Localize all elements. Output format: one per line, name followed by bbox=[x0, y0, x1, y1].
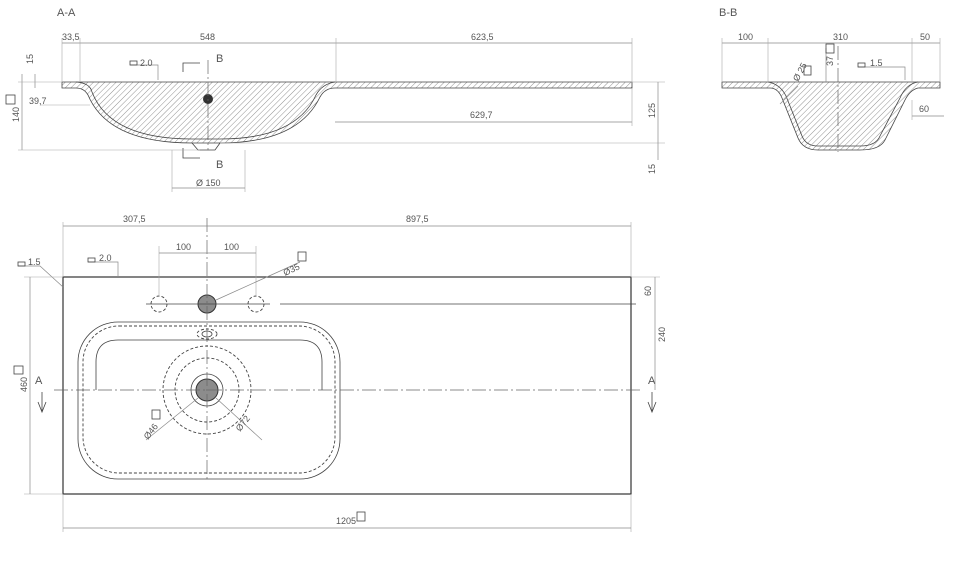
aa-dim-inner-right: 629,7 bbox=[470, 110, 493, 120]
aa-dim-bottom: 15 bbox=[647, 164, 657, 174]
bb-wall-thickness: 1.5 bbox=[870, 58, 883, 68]
aa-dim-bowl-depth: 125 bbox=[647, 103, 657, 118]
plan-basin-dashed bbox=[82, 325, 336, 474]
aa-dim-top-right: 623,5 bbox=[471, 32, 494, 42]
bb-dim-right: 50 bbox=[920, 32, 930, 42]
section-bb: B-B 100 310 50 Ø 25 37 1.5 60 bbox=[719, 7, 944, 152]
aa-dim-drain: Ø 150 bbox=[196, 178, 221, 188]
plan-view: 307,5 897,5 100 100 Ø35 1.5 2.0 A A 60 2… bbox=[13, 214, 667, 532]
plan-basin-outer bbox=[77, 321, 341, 480]
plan-dim-hole-left: 100 bbox=[176, 242, 191, 252]
plan-dim-tap-hole: Ø35 bbox=[282, 262, 302, 278]
plan-dim-left: 307,5 bbox=[123, 214, 146, 224]
plan-dim-right: 897,5 bbox=[406, 214, 429, 224]
plan-dim-hole-right: 100 bbox=[224, 242, 239, 252]
section-bb-body bbox=[721, 81, 941, 151]
plan-dim-edge: 1.5 bbox=[28, 257, 41, 267]
plan-dim-drain-inner: Ø46 bbox=[142, 422, 160, 442]
section-aa-drain-neck bbox=[191, 142, 221, 151]
plan-marker-a-right: A bbox=[648, 375, 656, 387]
bb-dim-lower: 60 bbox=[919, 104, 929, 114]
plan-outline bbox=[62, 276, 632, 495]
plan-dim-length: 1205 bbox=[336, 516, 356, 526]
section-bb-title: B-B bbox=[719, 7, 737, 19]
aa-dim-thickness-top: 15 bbox=[25, 54, 35, 64]
section-aa: A-A 33,5 548 623,5 2.0 B B 629,7 bbox=[5, 7, 665, 192]
aa-dim-overall-height: 140 bbox=[11, 107, 21, 122]
section-aa-deck bbox=[61, 81, 633, 144]
bb-dim-left: 100 bbox=[738, 32, 753, 42]
plan-dim-width: 460 bbox=[19, 377, 29, 392]
plan-basin-inner-rim bbox=[95, 339, 323, 390]
plan-dim-bowl-height: 240 bbox=[657, 327, 667, 342]
aa-marker-b-top: B bbox=[216, 53, 223, 65]
section-aa-bowl-inner bbox=[75, 81, 336, 140]
bb-dim-depth: 37 bbox=[825, 56, 835, 66]
plan-marker-a-left: A bbox=[35, 375, 43, 387]
aa-marker-b-bottom: B bbox=[216, 159, 223, 171]
aa-dim-top-left: 33,5 bbox=[62, 32, 80, 42]
aa-dim-top-mid: 548 bbox=[200, 32, 215, 42]
section-aa-title: A-A bbox=[57, 7, 76, 19]
bb-dim-mid: 310 bbox=[833, 32, 848, 42]
plan-dim-top-offset: 60 bbox=[643, 286, 653, 296]
bb-dim-radius: Ø 25 bbox=[791, 61, 809, 83]
aa-dim-rim-height: 39,7 bbox=[29, 96, 47, 106]
plan-wall-thickness: 2.0 bbox=[99, 253, 112, 263]
aa-wall-thickness: 2.0 bbox=[140, 58, 153, 68]
section-bb-inner bbox=[767, 81, 919, 147]
